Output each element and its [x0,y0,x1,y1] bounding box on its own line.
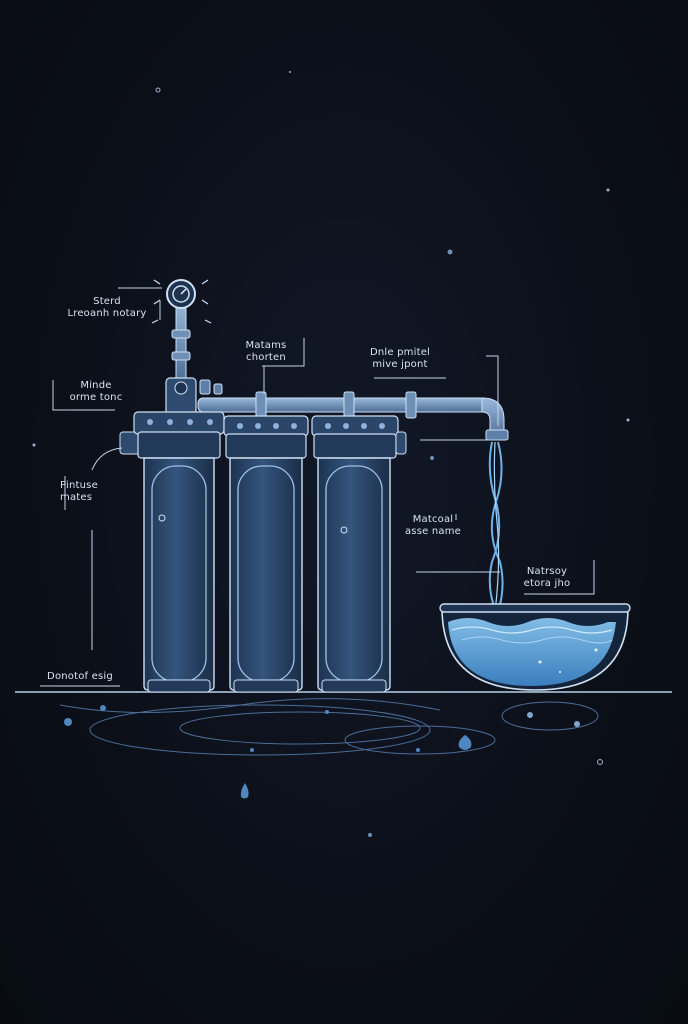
label-left-upper: Minde orme tonc [56,380,136,404]
label-bowl-line2: etora jho [523,578,571,589]
valve-block [165,377,223,417]
label-right-middle-line1: Matcoal [412,514,454,525]
label-left-middle-line2: mates [60,492,93,503]
label-left-upper-line1: Minde [80,380,112,391]
label-gauge-line1: Sterd [93,296,121,307]
pressure-gauge-icon [151,279,212,381]
filter-canister-2 [223,415,309,693]
label-base: Donotof esig [40,671,120,683]
water-bowl-icon [439,603,631,691]
label-pipe-line1: Dnle pmitel [369,347,431,358]
label-base-line1: Donotof esig [47,671,113,682]
filter-canister-3 [311,415,407,693]
label-bowl: Natrsoy etora jho [512,566,582,590]
label-gauge-line2: Lreoanh notary [67,308,147,319]
callout-lines [40,287,595,687]
label-middle: Matams chorten [226,340,306,364]
label-middle-line2: chorten [246,352,286,363]
label-left-middle: Pintuse mates [60,480,124,504]
water-stream [488,441,504,613]
filter-canister-1 [119,411,225,693]
top-pipe [197,391,509,441]
label-middle-line1: Matams [245,340,287,351]
filter-canister-icon [119,411,407,693]
label-bowl-line1: Natrsoy [526,566,568,577]
background-dots [32,71,630,837]
label-right-middle-line2: asse name [404,526,462,537]
label-pipe-line2: mive jpont [372,359,428,370]
label-gauge: Sterd Lreoanh notary [52,296,162,320]
water-droplets [64,705,580,799]
label-pipe: Dnle pmitel mive jpont [350,347,450,371]
label-right-middle: Matcoal asse name [398,514,468,538]
label-left-middle-line1: Pintuse [60,480,98,491]
water-ripples [59,698,599,756]
label-left-upper-line2: orme tonc [69,392,123,403]
